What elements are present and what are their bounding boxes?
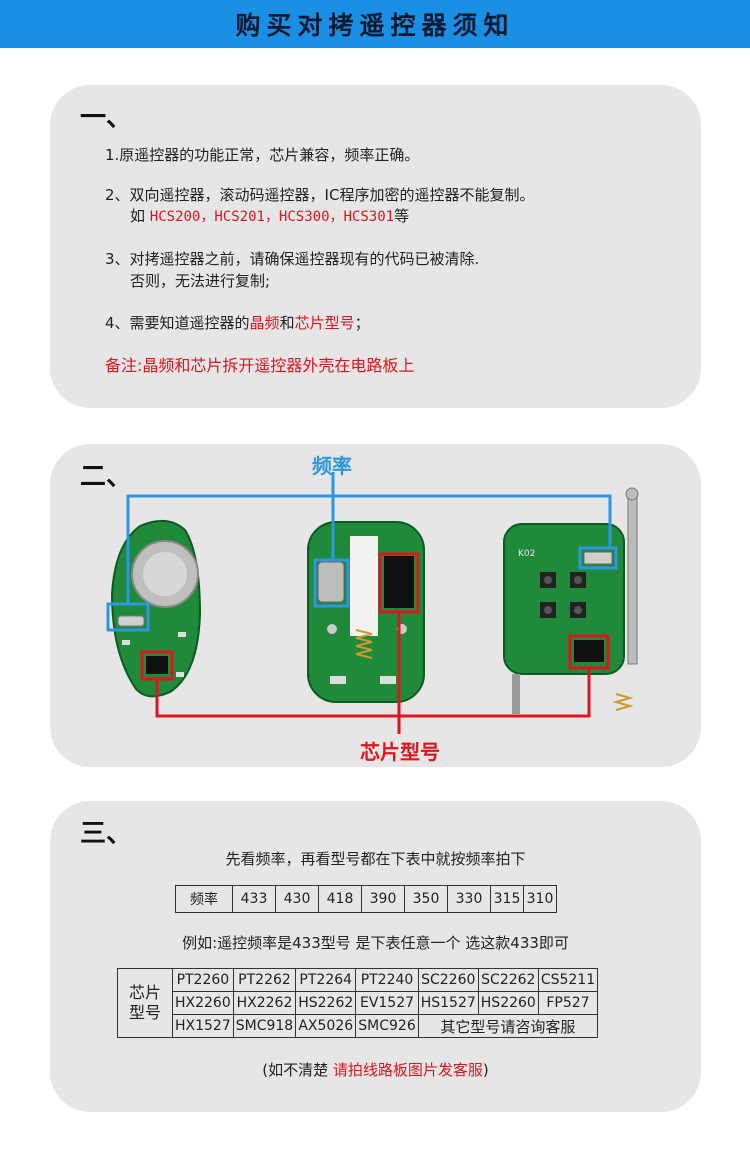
chip-cell: HS1527 [417,991,479,1015]
frequency-cell: 433 [232,885,276,913]
chip-cell: HS2260 [477,991,539,1015]
frequency-table: 频率 433 430 418 390 350 330 315 310 [175,885,557,913]
chip-cell: SMC926 [355,1014,419,1038]
chip-cell: PT2264 [295,968,357,992]
pcb-board-1 [110,519,202,698]
pcb-diagram: K02 [106,472,639,734]
chip-row: HX1527 SMC918 AX5026 SMC926 其它型号请咨询客服 [118,1014,599,1038]
frequency-cell: 330 [447,885,491,913]
chip-model-table: 芯片 型号 PT2260 PT2262 PT2264 PT2240 SC2260… [117,968,599,1038]
chip-cell: FP527 [537,991,599,1015]
chip-cell: HX1527 [172,1014,234,1038]
chip-table-header: 芯片 型号 [117,968,173,1038]
req4-and: 和 [279,314,295,332]
frequency-row: 频率 433 430 418 390 350 330 315 310 [175,885,557,913]
page-header: 购买对拷遥控器须知 [0,0,750,48]
chip-header-line1: 芯片 [128,983,161,1002]
chip-cell: HS2262 [295,991,357,1015]
chip-model-label: 芯片型号 [360,740,440,764]
unsupported-models: HCS200，HCS201，HCS300，HCS301 [149,209,395,225]
footer-suffix: ) [482,1061,489,1079]
section-1-heading: 一、 [80,103,133,133]
requirement-4: 4、需要知道遥控器的晶频和芯片型号； [105,312,370,334]
requirement-3: 3、对拷遥控器之前，请确保遥控器现有的代码已被清除. [105,250,480,268]
chip-row: 芯片 型号 PT2260 PT2262 PT2264 PT2240 SC2260… [117,968,599,1038]
frequency-header: 频率 [175,885,233,913]
chip-cell: HX2262 [232,991,297,1015]
chip-row: HX2260 HX2262 HS2262 EV1527 HS1527 HS226… [118,991,599,1015]
section-1-panel: 一、 1.原遥控器的功能正常，芯片兼容，频率正确。 2、双向遥控器，滚动码遥控器… [50,85,701,408]
footer-prefix: (如不清楚 [262,1061,333,1079]
frequency-cell: 430 [275,885,319,913]
chip-cell: SMC918 [232,1014,297,1038]
pcb-board-3: K02 [503,487,639,714]
page-title: 购买对拷遥控器须知 [235,11,515,40]
chip-cell: SC2260 [417,968,479,992]
chip-other-note: 其它型号请咨询客服 [417,1014,599,1038]
frequency-cell: 310 [523,885,557,913]
chip-cell: PT2260 [172,968,234,992]
requirement-2: 2、双向遥控器，滚动码遥控器，IC程序加密的遥控器不能复制。 [105,186,535,204]
requirement-1: 1.原遥控器的功能正常，芯片兼容，频率正确。 [105,146,420,164]
note-text: 备注:晶频和芯片拆开遥控器外壳在电路板上 [105,356,415,375]
frequency-cell: 390 [361,885,405,913]
section-2-heading: 二、 [80,462,133,492]
req4-crystal: 晶频 [249,314,280,332]
req4-suffix: ； [354,314,370,332]
example-suffix: 等 [394,207,410,225]
requirement-3-line2: 否则，无法进行复制; [130,272,271,290]
chip-cell: PT2262 [232,968,297,992]
chip-cell: EV1527 [355,991,419,1015]
pcb-board-2 [307,521,425,703]
section-3-intro: 先看频率，再看型号都在下表中就按频率拍下 [225,850,526,868]
board-3-marking: K02 [518,549,535,559]
chip-header-line2: 型号 [128,1003,161,1022]
chip-cell: SC2262 [477,968,539,992]
section-2-panel: 二、 频率 K0 [50,444,701,767]
frequency-cell: 350 [404,885,448,913]
frequency-cell: 418 [318,885,362,913]
frequency-cell: 315 [490,885,524,913]
example-prefix: 如 [130,207,150,225]
requirement-2-example: 如 HCS200，HCS201，HCS300，HCS301等 [130,205,409,228]
section-3-panel: 三、 先看频率，再看型号都在下表中就按频率拍下 频率 433 430 418 3… [50,801,701,1112]
chip-cell: CS5211 [537,968,599,992]
section-3-example: 例如:遥控频率是433型号 是下表任意一个 选这款433即可 [182,934,569,952]
req4-chip: 芯片型号 [294,314,355,332]
chip-cell: PT2240 [355,968,419,992]
chip-cell: AX5026 [295,1014,357,1038]
footer-contact: 请拍线路板图片发客服 [332,1061,483,1079]
section-3-footer: (如不清楚 请拍线路板图片发客服) [50,1059,701,1080]
section-3-heading: 三、 [80,819,133,849]
frequency-callout-lines [106,472,618,632]
chip-cell: HX2260 [172,991,234,1015]
req4-prefix: 4、需要知道遥控器的 [105,314,250,332]
chip-model-callout-lines [140,552,610,734]
